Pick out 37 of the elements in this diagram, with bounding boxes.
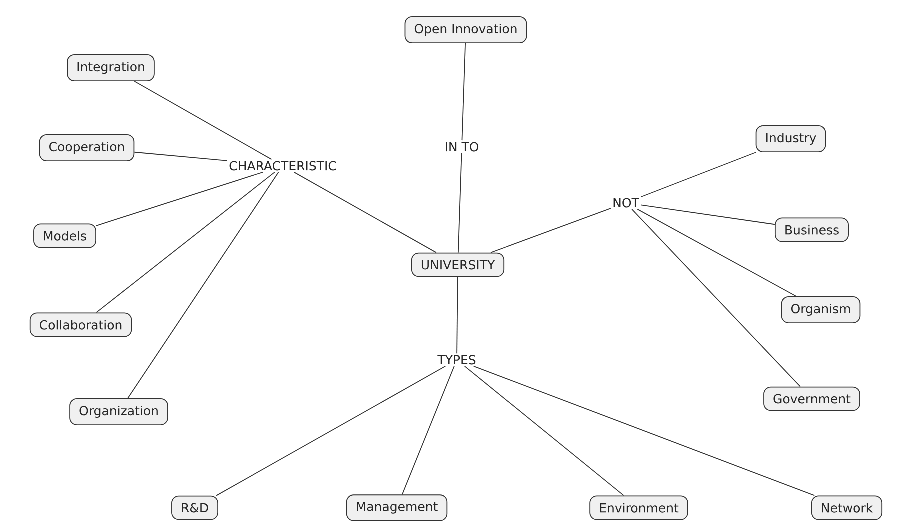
connector-line	[637, 208, 797, 297]
connector-line	[294, 172, 437, 254]
linking-phrase: TYPES	[438, 355, 476, 365]
linking-phrase: NOT	[614, 198, 640, 208]
connector-line	[456, 276, 458, 354]
concept-box: R&D	[172, 496, 218, 520]
concept-box: Industry	[756, 126, 826, 152]
connector-line	[128, 172, 280, 399]
connector-line	[462, 43, 466, 142]
connector-line	[96, 172, 276, 314]
concept-box: Collaboration	[30, 312, 132, 338]
concept-box: Organism	[781, 296, 861, 324]
concept-box: Government	[764, 386, 860, 412]
concept-box: Environment	[590, 496, 688, 520]
connector-line	[464, 366, 624, 496]
connector-line	[640, 152, 757, 198]
connector-line	[458, 152, 462, 254]
linking-phrase: IN TO	[446, 142, 479, 152]
connector-line	[134, 81, 272, 160]
connector-line	[216, 366, 446, 496]
concept-box: Management	[346, 494, 448, 522]
linking-phrase: CHARACTERISTIC	[230, 161, 336, 171]
concept-box: Models	[34, 224, 96, 248]
concept-box: Integration	[67, 54, 155, 82]
connector-line	[632, 208, 801, 388]
connector-line	[490, 208, 612, 254]
concept-box: UNIVERSITY	[411, 252, 505, 278]
concept-box: Cooperation	[39, 134, 135, 162]
concept-box: Network	[811, 496, 883, 520]
connector-line	[134, 152, 228, 162]
concept-box: Open Innovation	[404, 16, 528, 44]
concept-box: Business	[774, 218, 849, 242]
connector-line	[96, 172, 264, 226]
concept-box: Organization	[70, 398, 168, 426]
connector-line	[402, 366, 455, 496]
connector-line	[473, 366, 816, 496]
connector-line	[640, 204, 776, 226]
